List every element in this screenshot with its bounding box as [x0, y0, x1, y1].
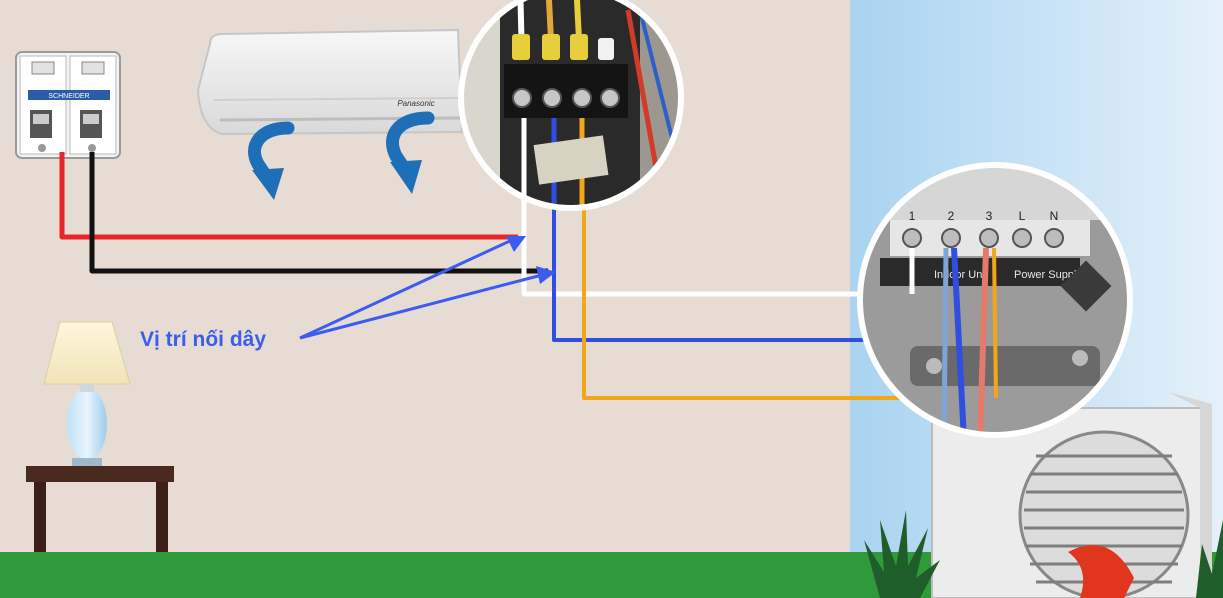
block-label-indoor-unit: Indoor Unit — [934, 269, 988, 281]
terminal-number-1: 1 — [909, 209, 916, 223]
ac-brand-label: Panasonic — [397, 99, 434, 108]
airflow-arrow-left-icon — [248, 121, 295, 200]
wire-black — [89, 152, 548, 274]
outdoor-ac-unit — [931, 392, 1212, 598]
side-table — [26, 466, 174, 552]
terminal-number-2: 2 — [948, 209, 955, 223]
callout-pointers — [299, 236, 556, 340]
bush-left — [864, 510, 940, 598]
wire-orange — [582, 190, 960, 400]
terminal-letter-l: L — [1019, 209, 1026, 223]
terminal-letter-n: N — [1050, 209, 1059, 223]
airflow-arrow-right-icon — [386, 111, 435, 194]
wire-blue — [552, 190, 940, 342]
circuit-breaker: SCHNEIDER — [15, 51, 121, 159]
terminal-number-3: 3 — [986, 209, 993, 223]
bush-right — [1196, 520, 1223, 598]
block-label-power-supply: Power Supply — [1014, 269, 1082, 281]
wire-red — [59, 152, 518, 240]
indoor-terminal-zoom — [458, 0, 684, 211]
breaker-brand: SCHNEIDER — [48, 93, 89, 100]
callout-label: Vị trí nối dây — [140, 328, 266, 351]
table-lamp — [43, 321, 131, 466]
